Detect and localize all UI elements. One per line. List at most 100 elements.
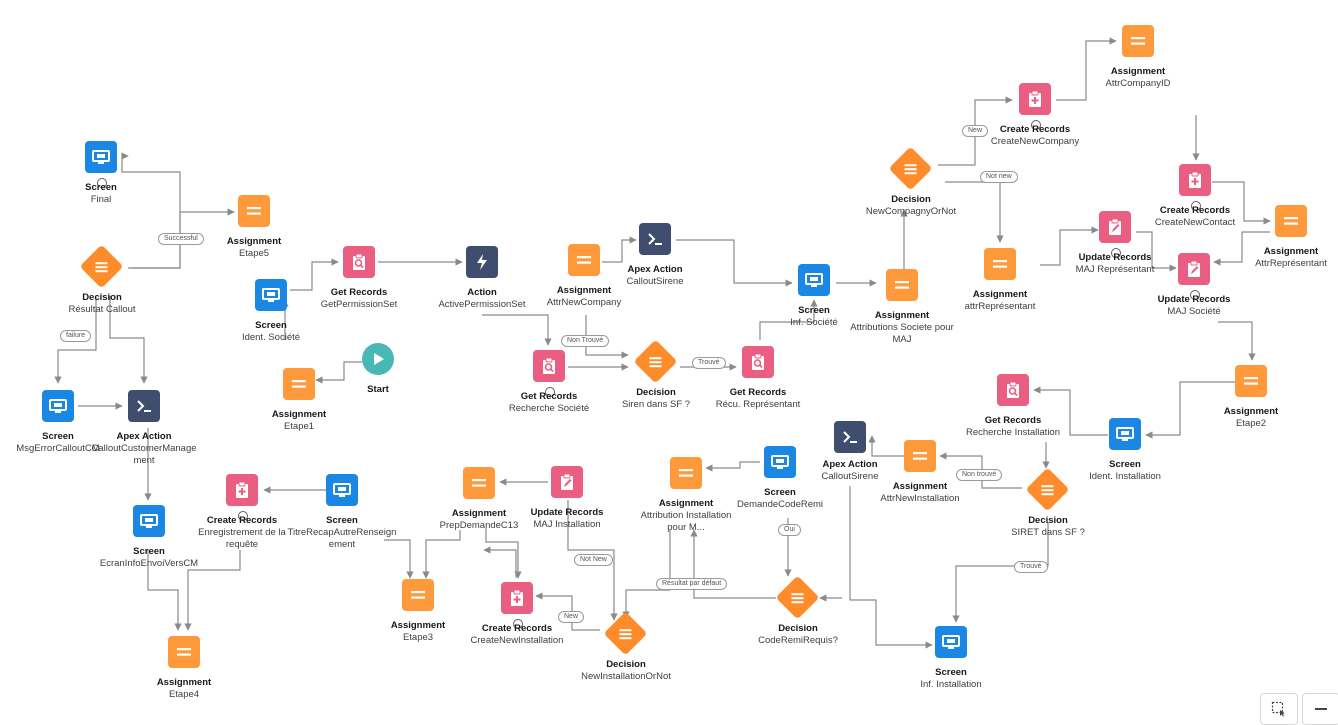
node-label: AttrCompanyID xyxy=(1105,78,1171,89)
node-type: Apex Action xyxy=(627,264,683,275)
node-label: Résultat Callout xyxy=(68,304,136,315)
node-type: Update Records xyxy=(1078,252,1152,263)
get-records-icon xyxy=(742,346,774,378)
create-records-icon xyxy=(1179,164,1211,196)
node-type: Get Records xyxy=(984,415,1042,426)
node-label: Enregistrement de la requête xyxy=(198,527,286,550)
edge-label-trouve-2: Trouvé xyxy=(1014,561,1048,573)
node-label: Siren dans SF ? xyxy=(621,399,691,410)
assignment-icon xyxy=(402,579,434,611)
edge-label-non-trouve-2: Non trouvé xyxy=(956,469,1003,481)
edge-label-oui: Oui xyxy=(778,524,801,536)
node-type: Screen xyxy=(42,431,74,442)
node-type: Assignment xyxy=(390,620,446,631)
node-label: Attribution Installation pour M... xyxy=(640,510,732,533)
node-label: AttrReprésentant xyxy=(1255,258,1327,269)
node-type: Update Records xyxy=(530,507,604,518)
node-label: CreateNewContact xyxy=(1154,217,1236,228)
connector-dot[interactable] xyxy=(1031,120,1041,130)
node-label: attrReprésentant xyxy=(964,301,1036,312)
action-icon xyxy=(466,246,498,278)
node-type: Update Records xyxy=(1157,294,1231,305)
node-label: Attributions Societe pour MAJ xyxy=(850,322,954,345)
assignment-icon xyxy=(984,248,1016,280)
node-type: Screen xyxy=(326,515,358,526)
node-label: CalloutSirene xyxy=(626,276,684,287)
node-label: AttrNewInstallation xyxy=(880,493,960,504)
node-label: SIRET dans SF ? xyxy=(1011,527,1085,538)
edge-label-not-new-2: Not New xyxy=(574,554,613,566)
node-type: Screen xyxy=(935,667,967,678)
node-type: Assignment xyxy=(226,236,282,247)
node-type: Decision xyxy=(1028,515,1068,526)
node-label: CreateNewInstallation xyxy=(470,635,564,646)
assignment-icon xyxy=(168,636,200,668)
create-records-icon xyxy=(501,582,533,614)
marquee-select-icon xyxy=(1271,701,1285,717)
update-records-icon xyxy=(551,466,583,498)
node-type: Decision xyxy=(636,387,676,398)
node-type: Screen xyxy=(255,320,287,331)
create-records-icon xyxy=(226,474,258,506)
assignment-icon xyxy=(463,467,495,499)
connector-dot[interactable] xyxy=(1190,290,1200,300)
edge-label-failure: failure xyxy=(60,330,92,342)
node-label: Etape2 xyxy=(1235,418,1267,429)
node-label: MAJ Représentant xyxy=(1075,264,1155,275)
screen-icon xyxy=(255,279,287,311)
node-type: Decision xyxy=(82,292,122,303)
screen-icon xyxy=(935,626,967,658)
node-label: Etape5 xyxy=(238,248,270,259)
node-type: Screen xyxy=(133,546,165,557)
node-type: Create Records xyxy=(481,623,553,634)
connector-dot[interactable] xyxy=(97,178,107,188)
node-type: Screen xyxy=(798,305,830,316)
connector-dot[interactable] xyxy=(1111,248,1121,258)
node-label: Inf. Installation xyxy=(920,679,982,690)
node-type: Create Records xyxy=(206,515,278,526)
node-label: CodeRemiRequis? xyxy=(758,635,838,646)
node-label: GetPermissionSet xyxy=(320,299,398,310)
screen-icon xyxy=(85,141,117,173)
connector-dot[interactable] xyxy=(513,619,523,629)
node-type: Assignment xyxy=(1263,246,1319,257)
edge-label-successful: Successful xyxy=(158,233,204,245)
node-label: Ident. Installation xyxy=(1089,471,1161,482)
connector-dot[interactable] xyxy=(545,387,555,397)
node-type: Screen xyxy=(764,487,796,498)
node-label: ActivePermissionSet xyxy=(438,299,526,310)
assignment-icon xyxy=(1275,205,1307,237)
screen-icon xyxy=(1109,418,1141,450)
connector-dot[interactable] xyxy=(238,511,248,521)
node-label: Final xyxy=(90,194,112,205)
zoom-out-icon xyxy=(1315,708,1327,710)
zoom-out-button[interactable] xyxy=(1302,693,1338,725)
decision-icon xyxy=(603,611,648,656)
decision-icon xyxy=(888,146,933,191)
marquee-select-button[interactable] xyxy=(1260,693,1298,725)
update-records-icon xyxy=(1099,211,1131,243)
node-label: MAJ Installation xyxy=(533,519,601,530)
node-type: Get Records xyxy=(729,387,787,398)
node-label: MsgErrorCalloutCM xyxy=(16,443,100,454)
get-records-icon xyxy=(997,374,1029,406)
node-label: CreateNewCompany xyxy=(990,136,1080,147)
edge-label-non-trouve: Non Trouvé xyxy=(561,335,610,347)
node-type: Create Records xyxy=(999,124,1071,135)
node-type: Screen xyxy=(1109,459,1141,470)
node-type: Action xyxy=(467,287,497,298)
assignment-icon xyxy=(1122,25,1154,57)
connector-dot[interactable] xyxy=(1191,201,1201,211)
assignment-icon xyxy=(904,440,936,472)
node-type: Assignment xyxy=(1110,66,1166,77)
screen-icon xyxy=(42,390,74,422)
assignment-icon xyxy=(1235,365,1267,397)
node-type: Decision xyxy=(606,659,646,670)
node-type: Assignment xyxy=(156,677,212,688)
node-label: MAJ Société xyxy=(1167,306,1221,317)
decision-icon xyxy=(79,244,124,289)
node-type: Get Records xyxy=(520,391,578,402)
node-label: TitreRecapAutreRenseignement xyxy=(287,527,397,550)
apex-icon xyxy=(834,421,866,453)
